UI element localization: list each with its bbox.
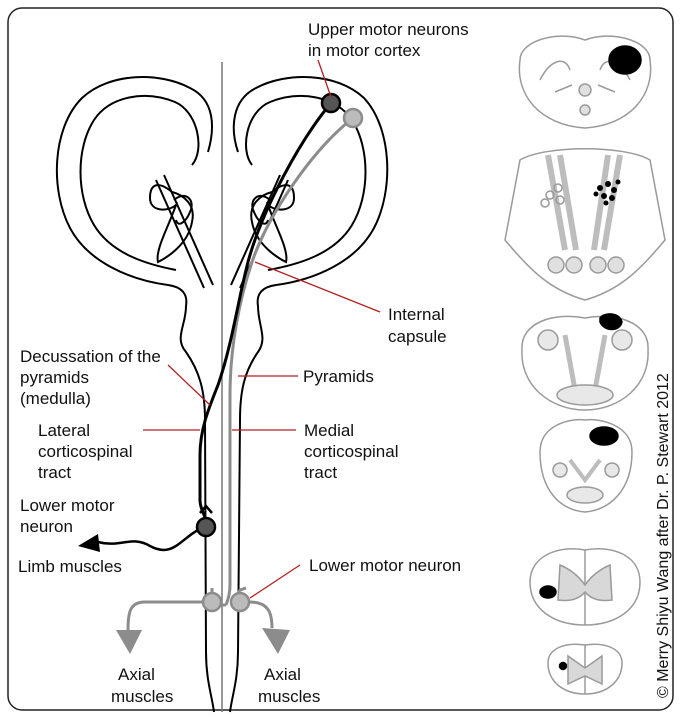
lesion-4 <box>590 427 618 445</box>
medial-corticospinal-tract <box>226 118 353 605</box>
label-lower-motor-left-2: neuron <box>20 517 73 536</box>
lesion-5 <box>540 586 556 598</box>
label-lateral-3: tract <box>38 463 71 482</box>
copyright-credit: © Merry Shiyu Wang after Dr. P. Stewart … <box>655 373 672 698</box>
label-decussation-3: (medulla) <box>20 389 91 408</box>
lower-motor-neuron-axial-right <box>231 593 249 611</box>
section-pons <box>505 149 665 300</box>
section-lumbar-cord <box>548 644 622 694</box>
label-upper-motor-1: Upper motor neurons <box>308 20 469 39</box>
limb-arrowhead <box>78 534 100 552</box>
label-lower-motor-right: Lower motor neuron <box>309 556 461 575</box>
label-lateral-1: Lateral <box>38 421 90 440</box>
label-internal-capsule-2: capsule <box>388 327 447 346</box>
limb-axon <box>98 530 198 550</box>
axial-axon-left <box>128 602 203 630</box>
label-pyramids: Pyramids <box>303 367 374 386</box>
label-medial-1: Medial <box>304 421 354 440</box>
label-decussation-1: Decussation of the <box>20 347 161 366</box>
lesion-6 <box>560 663 567 670</box>
section-medulla-upper <box>522 314 648 410</box>
left-hemisphere <box>57 77 212 306</box>
cross-sections <box>505 36 665 694</box>
lesion-3 <box>600 314 622 330</box>
axial-arrowhead-left <box>116 630 142 654</box>
label-axial-right-1: Axial <box>264 665 301 684</box>
axial-axon-right <box>249 602 272 628</box>
upper-motor-neuron-medial <box>344 109 362 127</box>
label-lateral-2: corticospinal <box>38 442 133 461</box>
label-axial-right-2: muscles <box>258 687 320 706</box>
section-midbrain-upper <box>519 36 650 128</box>
label-medial-3: tract <box>304 463 337 482</box>
label-decussation-2: pyramids <box>20 368 89 387</box>
label-internal-capsule-1: Internal <box>388 305 445 324</box>
axial-arrowhead-right <box>262 628 290 654</box>
lesion-1 <box>609 46 641 74</box>
section-cervical-cord <box>530 549 640 625</box>
label-upper-motor-2: in motor cortex <box>308 41 421 60</box>
lower-motor-neuron-axial-left <box>203 593 221 611</box>
section-medulla-lower <box>540 420 632 512</box>
label-lower-motor-left-1: Lower motor <box>20 496 115 515</box>
label-axial-left-2: muscles <box>111 687 173 706</box>
label-axial-left-1: Axial <box>118 665 155 684</box>
label-medial-2: corticospinal <box>304 442 399 461</box>
brainstem-right-edge <box>230 306 262 712</box>
label-limb-muscles: Limb muscles <box>18 557 122 576</box>
lower-motor-neuron-lateral <box>197 518 215 536</box>
